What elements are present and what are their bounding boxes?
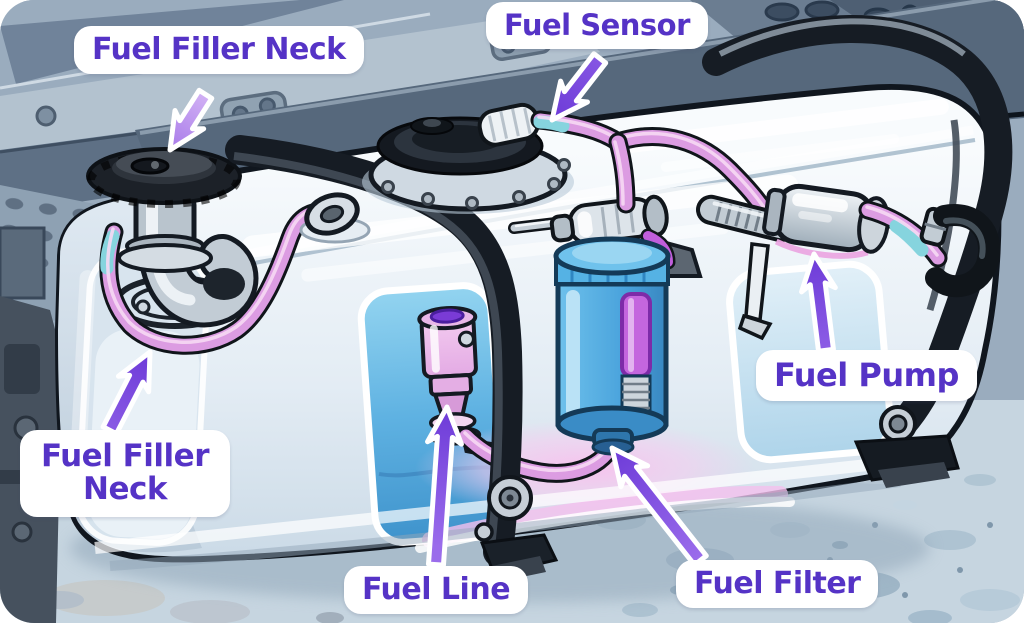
fuel-cap — [86, 147, 242, 208]
label-fuel-sensor: Fuel Sensor — [486, 2, 708, 50]
fuel-pump-unit — [696, 183, 890, 341]
label-fuel-line: Fuel Line — [344, 566, 529, 615]
hose-pump-to-outlet — [867, 207, 938, 258]
label-fuel-filler-neck-top: Fuel Filler Neck — [74, 26, 364, 75]
hose-sensor-to-filter — [615, 142, 626, 204]
arrow-fuel-filler-neck-top — [167, 87, 215, 153]
hose-sensor-to-pump — [539, 117, 766, 212]
hose-filler-loop — [107, 209, 330, 345]
arrow-fuel-sensor — [549, 51, 609, 123]
eyelet-fitting — [299, 192, 371, 244]
fuel-filler-neck-assembly — [86, 147, 259, 328]
label-fuel-filter: Fuel Filter — [676, 560, 879, 609]
outlet-hook-pipe — [919, 204, 1001, 298]
arrow-fuel-line — [425, 404, 464, 568]
label-fuel-filler-neck-side: Fuel Filler Neck — [20, 430, 230, 517]
fuel-sensor-unit — [362, 102, 574, 214]
fuel-filter-unit — [508, 194, 703, 456]
label-fuel-pump: Fuel Pump — [756, 350, 977, 401]
sensor-chrome-fitting — [477, 102, 540, 147]
